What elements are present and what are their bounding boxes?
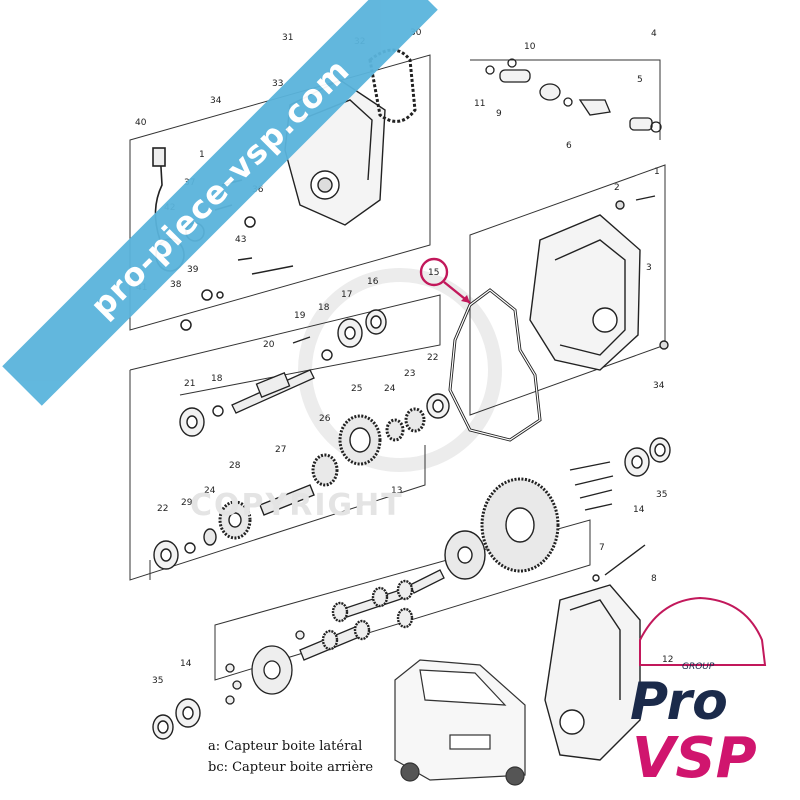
bearings bbox=[152, 309, 671, 740]
callout-c28: 28 bbox=[229, 461, 241, 471]
callout-c7: 7 bbox=[599, 543, 605, 553]
callout-highlight-15: 15 bbox=[428, 268, 439, 278]
logo-group-text: GROUP bbox=[682, 662, 715, 672]
callout-c21: 21 bbox=[184, 379, 195, 389]
legend-side-sensor: a: Capteur boite latéral bbox=[208, 739, 363, 754]
callout-c5: 5 bbox=[637, 75, 643, 85]
callout-c39: 39 bbox=[187, 265, 199, 275]
callout-c33: 33 bbox=[272, 79, 283, 89]
legend-rear-sensor: bc: Capteur boite arrière bbox=[208, 760, 374, 775]
callout-c26: 26 bbox=[319, 414, 331, 424]
gears bbox=[203, 407, 560, 580]
bottom-shaft-parts bbox=[225, 569, 445, 705]
callout-c22b: 22 bbox=[157, 504, 168, 514]
callout-c9: 9 bbox=[496, 109, 502, 119]
callout-c17: 17 bbox=[341, 290, 352, 300]
callout-c36: 36 bbox=[252, 185, 264, 195]
assembled-gearbox bbox=[544, 584, 641, 761]
gearbox-housing-right bbox=[529, 195, 669, 371]
callout-c19: 19 bbox=[294, 311, 306, 321]
highlight-callout bbox=[419, 257, 471, 304]
callout-c3: 3 bbox=[646, 263, 652, 273]
callout-c14b: 14 bbox=[180, 659, 192, 669]
logo-vsp-text: VSP bbox=[632, 726, 757, 791]
callout-c25: 25 bbox=[351, 384, 362, 394]
callout-c24b: 24 bbox=[204, 486, 216, 496]
callout-c34a: 34 bbox=[210, 96, 222, 106]
callout-c23: 23 bbox=[404, 369, 415, 379]
callout-c1a: 1 bbox=[199, 150, 205, 160]
bolts-right bbox=[569, 461, 646, 582]
shift-parts bbox=[485, 58, 662, 133]
callout-c43: 43 bbox=[235, 235, 246, 245]
callout-c35a: 35 bbox=[656, 490, 667, 500]
callout-c30: 30 bbox=[410, 28, 422, 38]
callout-c38: 38 bbox=[170, 280, 182, 290]
copyright-watermark: COPYRIGHT bbox=[190, 488, 404, 523]
car-illustration bbox=[394, 659, 526, 786]
callout-c22a: 22 bbox=[427, 353, 438, 363]
callout-c24a: 24 bbox=[384, 384, 396, 394]
logo-car-outline bbox=[639, 596, 767, 666]
callout-c31: 31 bbox=[282, 33, 293, 43]
logo-pro-text: Pro bbox=[630, 672, 728, 732]
watermark-circle bbox=[298, 268, 502, 472]
callout-c12: 12 bbox=[662, 655, 673, 665]
callout-layer: 3132303334401373642434139381041195621334… bbox=[135, 28, 673, 686]
callout-c16: 16 bbox=[367, 277, 379, 287]
callout-c13: 13 bbox=[391, 486, 402, 496]
callout-c40: 40 bbox=[135, 118, 147, 128]
callout-c10: 10 bbox=[524, 42, 536, 52]
callout-c14a: 14 bbox=[633, 505, 645, 515]
callout-c11: 11 bbox=[474, 99, 485, 109]
callout-c8: 8 bbox=[651, 574, 657, 584]
callout-c4: 4 bbox=[651, 29, 657, 39]
callout-c2: 2 bbox=[614, 183, 620, 193]
callout-c18a: 18 bbox=[318, 303, 330, 313]
callout-c18b: 18 bbox=[211, 374, 223, 384]
callout-c35b: 35 bbox=[152, 676, 163, 686]
callout-c20: 20 bbox=[263, 340, 275, 350]
callout-c27: 27 bbox=[275, 445, 286, 455]
input-shaft bbox=[231, 336, 315, 414]
callout-c6: 6 bbox=[566, 141, 572, 151]
callout-c34b: 34 bbox=[653, 381, 665, 391]
callout-c1b: 1 bbox=[654, 167, 660, 177]
callout-c29: 29 bbox=[181, 498, 193, 508]
